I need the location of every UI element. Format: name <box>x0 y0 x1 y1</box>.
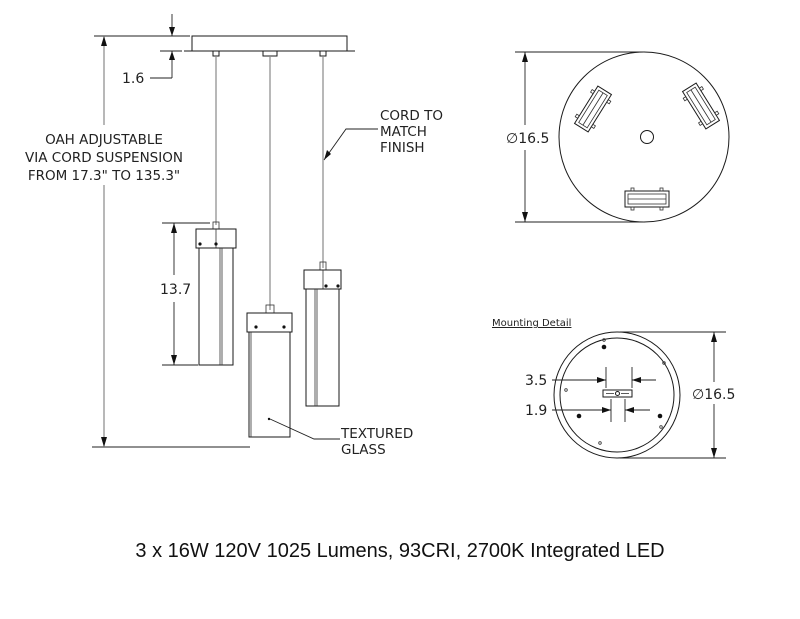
spec-caption: 3 x 16W 120V 1025 Lumens, 93CRI, 2700K I… <box>135 540 664 562</box>
canopy-circle <box>558 51 730 223</box>
dimension-label-1-9: 1.9 <box>525 403 547 419</box>
dimension-3-5: 3.5 <box>525 367 656 389</box>
glass-note-line-1: TEXTURED <box>340 426 413 442</box>
mounting-outer-ring <box>553 331 681 459</box>
mounting-bracket-top-right <box>681 82 721 130</box>
cord-note-line-3: FINISH <box>380 140 425 156</box>
side-view: 1.6 OAH ADJUSTABLE VIA CORD SUSPENSION F… <box>25 14 443 458</box>
dimension-label-3-5: 3.5 <box>525 373 547 389</box>
cord-anchor-left <box>212 50 220 57</box>
mounting-detail: Mounting Detail 3.5 <box>492 318 735 459</box>
mounting-hole <box>601 344 607 350</box>
cord-note-line-2: MATCH <box>380 124 427 140</box>
dimension-oah <box>92 35 250 448</box>
screw-hole <box>662 361 666 365</box>
cord-anchor-right <box>319 50 327 57</box>
oah-note-line-3: FROM 17.3" TO 135.3" <box>28 168 180 184</box>
cord-anchor-center <box>262 50 278 57</box>
dimension-canopy-thickness: 1.6 <box>122 14 190 87</box>
pendant-right <box>303 261 342 407</box>
cord-note: CORD TO MATCH FINISH <box>323 108 443 161</box>
mounting-diameter-label: ∅16.5 <box>692 387 735 403</box>
screw-hole <box>564 388 568 392</box>
top-view-diameter-dimension: ∅16.5 <box>506 51 644 223</box>
glass-note-line-2: GLASS <box>341 442 386 458</box>
canopy <box>191 35 348 52</box>
oah-note-line-1: OAH ADJUSTABLE <box>45 132 163 148</box>
pendant-center <box>246 304 293 438</box>
top-view-diameter-label: ∅16.5 <box>506 131 549 147</box>
dimension-label-13-7: 13.7 <box>160 282 191 298</box>
screw-hole <box>602 338 606 342</box>
mounting-hole <box>657 413 663 419</box>
mounting-bracket-bottom <box>624 187 670 211</box>
dimension-pendant-height: 13.7 <box>160 222 210 366</box>
cord-note-line-1: CORD TO <box>380 108 443 124</box>
mounting-detail-title: Mounting Detail <box>492 318 571 329</box>
mounting-bracket-top-left <box>573 85 613 133</box>
crossbar <box>602 389 633 398</box>
glass-note: TEXTURED GLASS <box>269 418 413 458</box>
oah-note: OAH ADJUSTABLE VIA CORD SUSPENSION FROM … <box>25 132 183 184</box>
screw-hole <box>598 441 602 445</box>
dimension-label-1-6: 1.6 <box>122 71 144 87</box>
mounting-diameter-dimension: ∅16.5 <box>620 331 735 459</box>
center-hole <box>640 130 654 144</box>
screw-hole <box>659 425 663 429</box>
dimension-1-9: 1.9 <box>525 399 650 422</box>
mounting-inner-ring <box>559 337 675 453</box>
oah-note-line-2: VIA CORD SUSPENSION <box>25 150 183 166</box>
pendant-left <box>195 221 237 366</box>
top-view: ∅16.5 <box>506 51 730 223</box>
mounting-hole <box>576 413 582 419</box>
